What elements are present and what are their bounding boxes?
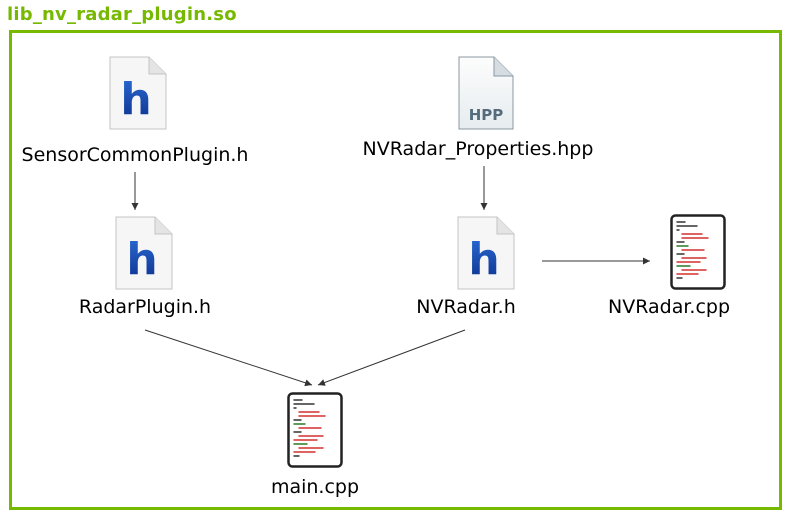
module-title: lib_nv_radar_plugin.so [7, 4, 237, 25]
svg-text:h: h [120, 74, 151, 125]
edge-radarplugin-to-main [144, 329, 313, 387]
file-label-sensorcommonplugin-h[interactable]: SensorCommonPlugin.h [21, 144, 249, 166]
cpp-source-file-icon[interactable] [670, 214, 726, 290]
hpp-icon-text: HPP [469, 106, 504, 124]
svg-text:h: h [468, 234, 499, 285]
edge-nvradar-h-to-main [317, 329, 466, 386]
file-label-nvradar-h[interactable]: NVRadar.h [416, 296, 516, 318]
h-header-file-icon[interactable]: h [457, 216, 515, 290]
h-header-file-icon[interactable]: h [115, 216, 173, 290]
hpp-file-icon[interactable]: HPP [458, 56, 514, 130]
cpp-source-file-icon[interactable] [287, 392, 343, 468]
file-label-nvradar-properties-hpp[interactable]: NVRadar_Properties.hpp [362, 138, 594, 160]
h-header-file-icon[interactable]: h [109, 56, 167, 130]
file-label-radarplugin-h[interactable]: RadarPlugin.h [78, 296, 212, 318]
file-label-main-cpp[interactable]: main.cpp [270, 476, 360, 498]
svg-text:h: h [126, 234, 157, 285]
module-boundary [9, 30, 782, 510]
file-label-nvradar-cpp[interactable]: NVRadar.cpp [607, 296, 731, 318]
